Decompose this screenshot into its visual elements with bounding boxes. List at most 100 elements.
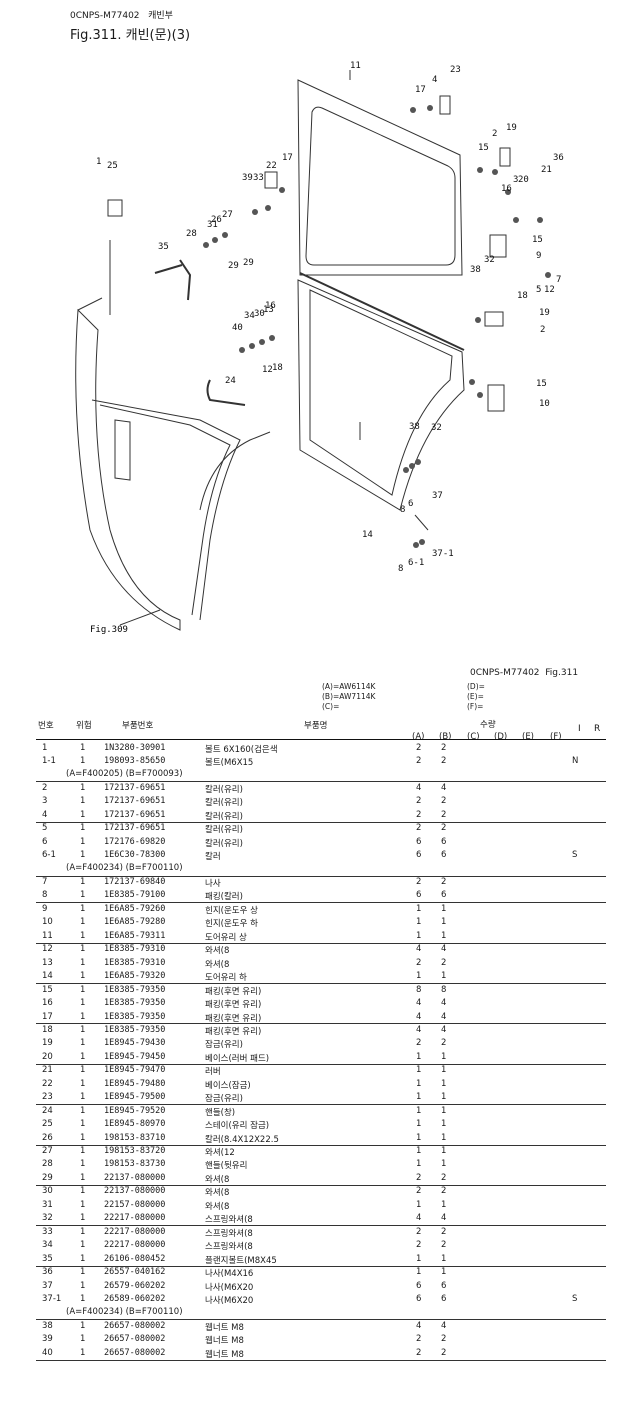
row-part-number: 1E8945-79480	[104, 1078, 166, 1089]
row-no: 37-1	[42, 1293, 62, 1304]
row-qty: 1	[80, 796, 86, 807]
row-part-name: 칼러	[205, 852, 221, 863]
row-qty: 1	[80, 877, 86, 887]
row-qty-b: 1	[441, 1159, 447, 1170]
row-no: 30	[42, 1186, 53, 1197]
callout-label: 17	[282, 153, 293, 163]
col-header-qty-group: 수량	[480, 720, 496, 730]
row-qty: 1	[80, 984, 86, 995]
row-qty-b: 1	[441, 1092, 447, 1103]
row-qty: 1	[80, 917, 86, 928]
row-no: 34	[42, 1240, 53, 1251]
callout-label: 28	[186, 229, 197, 239]
callout-label: 32	[484, 255, 495, 265]
row-qty-a: 6	[416, 850, 422, 861]
row-qty: 1	[80, 1065, 86, 1076]
row-qty-b: 2	[441, 957, 447, 968]
row-qty: 1	[80, 1186, 86, 1197]
row-no: 4	[42, 809, 48, 820]
callout-label: 3	[513, 175, 518, 185]
row-qty: 1	[80, 1172, 86, 1183]
callout-label: 8	[398, 564, 403, 574]
row-qty-b: 2	[441, 796, 447, 807]
row-qty-a: 2	[416, 823, 422, 834]
row-part-number: 198153-83710	[104, 1132, 166, 1143]
row-qty: 1	[80, 998, 86, 1009]
row-qty-b: 1	[441, 903, 447, 914]
row-qty-a: 4	[416, 1011, 422, 1022]
callout-label: 34	[244, 311, 255, 321]
row-qty: 1	[80, 1240, 86, 1251]
row-part-number: 22217-080000	[104, 1226, 166, 1237]
callout-label: 25	[107, 161, 118, 171]
row-part-number: 1E8945-79520	[104, 1105, 166, 1116]
row-part-name: 웹너트 M8	[205, 1336, 244, 1347]
row-qty-a: 1	[416, 1051, 422, 1062]
callout-label: 19	[506, 123, 517, 133]
row-qty-b: 4	[441, 1024, 447, 1035]
figure-title: Fig.311. 캐빈(문)(3)	[70, 28, 191, 43]
row-qty-a: 6	[416, 836, 422, 847]
col-header-qty: 위험	[76, 721, 92, 731]
serial-note: (A=F400234) (B=F700110)	[66, 1306, 183, 1317]
row-qty-a: 1	[416, 1146, 422, 1156]
row-part-number: 26657-080002	[104, 1320, 166, 1331]
row-part-number: 1E8385-79100	[104, 890, 166, 901]
row-qty-b: 1	[441, 1132, 447, 1143]
callout-label: 10	[539, 399, 550, 409]
row-qty: 1	[80, 1334, 86, 1345]
row-qty: 1	[80, 1320, 86, 1331]
row-no: 18	[42, 1024, 53, 1035]
row-no: 6	[42, 836, 48, 847]
callout-label: 21	[541, 165, 552, 175]
row-no: 13	[42, 957, 53, 968]
row-qty-a: 2	[416, 877, 422, 887]
callout-label: 37	[432, 491, 443, 501]
row-no: 27	[42, 1146, 53, 1156]
row-qty-a: 2	[416, 1334, 422, 1345]
row-part-number: 1E6A85-79260	[104, 903, 166, 914]
row-part-name: 잠금(유리)	[205, 1040, 243, 1051]
row-part-number: 1E8385-79310	[104, 957, 166, 968]
table-bottom-line	[36, 1359, 606, 1361]
row-part-name: 나사(M4X16	[205, 1269, 254, 1280]
row-qty-b: 2	[441, 877, 447, 887]
callout-label: 13	[263, 305, 274, 315]
row-qty-b: 2	[441, 1226, 447, 1237]
row-no: 17	[42, 1011, 53, 1022]
row-qty-b: 1	[441, 1146, 447, 1156]
row-qty-a: 1	[416, 971, 422, 982]
row-no: 28	[42, 1159, 53, 1170]
row-part-name: 칼러(유리)	[205, 838, 243, 849]
col-header-f: (F)	[550, 732, 562, 742]
variants-left: (A)=AW6114K (B)=AW7114K (C)=	[322, 682, 376, 711]
row-part-number: 22137-080000	[104, 1172, 166, 1183]
row-qty: 1	[80, 823, 86, 834]
row-qty-a: 2	[416, 957, 422, 968]
callout-label: 31	[207, 220, 218, 230]
col-header-a: (A)	[412, 732, 425, 742]
row-qty: 1	[80, 1347, 86, 1358]
row-qty-a: 1	[416, 930, 422, 941]
callout-label: 9	[536, 251, 541, 261]
row-qty: 1	[80, 1038, 86, 1049]
row-qty: 1	[80, 836, 86, 847]
row-no: 7	[42, 877, 48, 887]
row-part-number: 1E8385-79350	[104, 1024, 166, 1035]
group-divider	[36, 1023, 606, 1025]
row-no: 16	[42, 998, 53, 1009]
row-qty-a: 1	[416, 917, 422, 928]
row-no: 19	[42, 1038, 53, 1049]
row-part-number: 1E6A85-79280	[104, 917, 166, 928]
row-part-name: 칼러(유리)	[205, 784, 243, 795]
row-no: 40	[42, 1347, 53, 1358]
serial-note: (A=F400234) (B=F700110)	[66, 863, 183, 874]
callout-label: 14	[362, 530, 373, 540]
row-qty-b: 2	[441, 1172, 447, 1183]
row-part-number: 198153-83730	[104, 1159, 166, 1170]
row-part-name: 와셔(8	[205, 1201, 230, 1212]
row-qty: 1	[80, 1267, 86, 1278]
callout-label: 39	[242, 173, 253, 183]
row-part-number: 172137-69651	[104, 809, 166, 820]
row-qty-b: 4	[441, 1320, 447, 1331]
